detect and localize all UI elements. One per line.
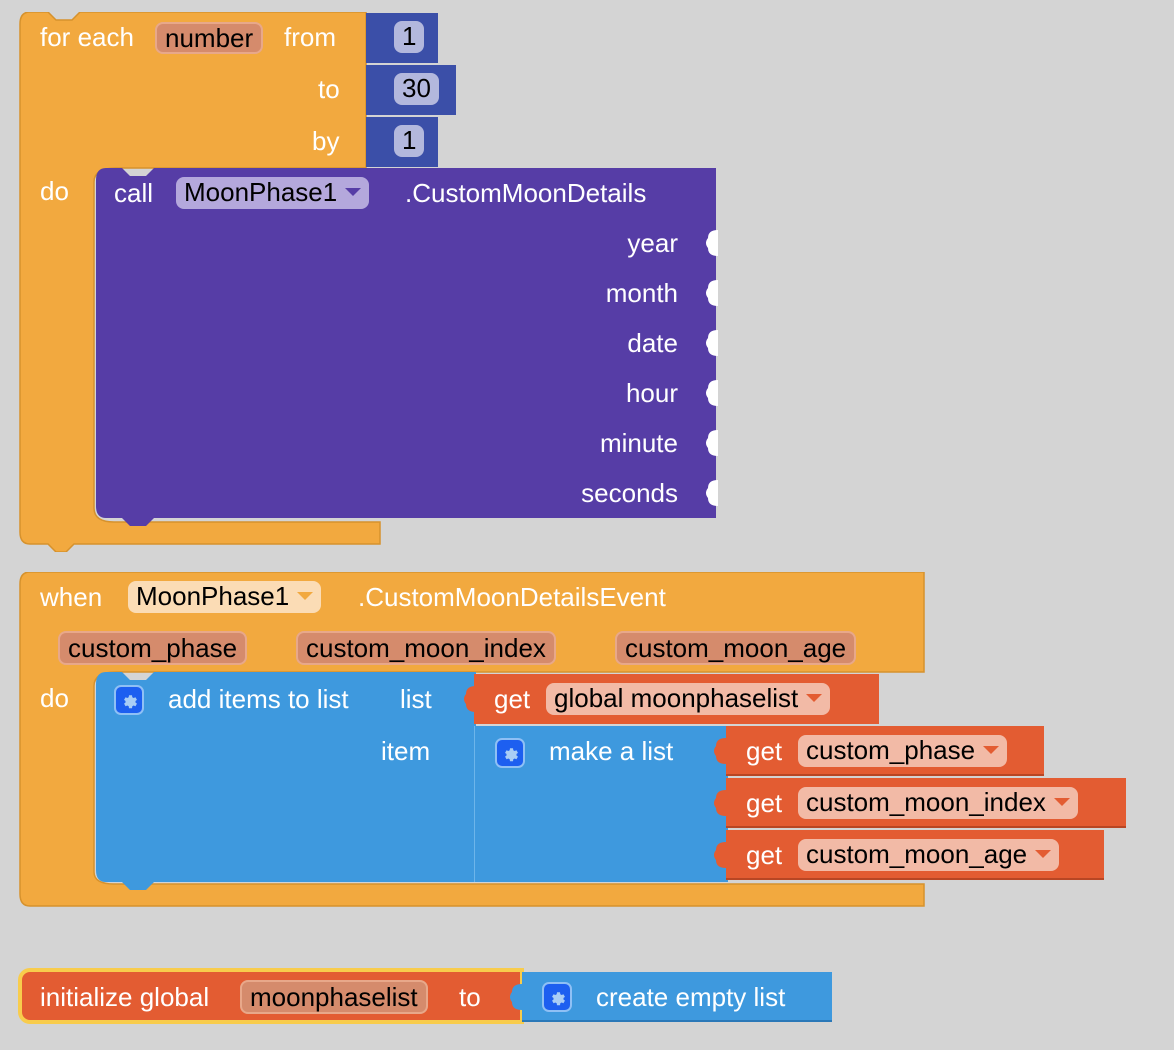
add-items-label: add items to list [168, 684, 349, 714]
make-a-list-label: make a list [549, 736, 674, 766]
variable-name: global moonphaselist [554, 683, 799, 713]
for-each-label: for each [40, 22, 134, 52]
get-label: get [746, 788, 783, 818]
param-socket-hour[interactable] [704, 380, 718, 406]
variable-name: custom_moon_index [806, 787, 1046, 817]
by-value-field[interactable]: 1 [394, 125, 425, 157]
make-a-list-block[interactable]: make a list [474, 726, 728, 882]
param-label-minute: minute [599, 428, 678, 458]
param-label-year: year [627, 228, 678, 258]
component-dropdown[interactable]: MoonPhase1 [176, 177, 370, 209]
event-do-label: do [40, 683, 69, 713]
initialize-global-label: initialize global [40, 982, 210, 1012]
by-label: by [312, 126, 340, 156]
param-label-date: date [627, 328, 678, 358]
to-value-field[interactable]: 30 [394, 73, 439, 105]
gear-icon[interactable] [542, 982, 572, 1012]
call-label: call [114, 178, 154, 208]
create-empty-list-label: create empty list [596, 982, 786, 1012]
variable-dropdown[interactable]: global moonphaselist [546, 683, 831, 715]
get-custom-phase-block[interactable]: get custom_phase [726, 726, 1044, 776]
chevron-down-icon [1035, 850, 1052, 859]
param-socket-date[interactable] [704, 330, 718, 356]
chevron-down-icon [983, 746, 1000, 755]
list-connector [464, 686, 476, 712]
get-global-moonphaselist-block[interactable]: get global moonphaselist [474, 674, 879, 724]
init-to-label: to [459, 982, 481, 1012]
event-param-custom-moon-index[interactable]: custom_moon_index [296, 631, 556, 665]
number-block-to[interactable]: 30 [366, 65, 456, 115]
do-label: do [40, 176, 69, 206]
event-param-custom-phase[interactable]: custom_phase [58, 631, 248, 665]
get-custom-moon-age-block[interactable]: get custom_moon_age [726, 830, 1104, 880]
event-component-name: MoonPhase1 [136, 581, 290, 611]
variable-dropdown[interactable]: custom_moon_age [798, 839, 1060, 871]
param-label-month: month [605, 278, 678, 308]
component-name: MoonPhase1 [184, 177, 338, 207]
variable-name: custom_phase [806, 735, 976, 765]
number-block-from[interactable]: 1 [366, 13, 438, 63]
item-connector [714, 738, 726, 764]
chevron-down-icon [297, 592, 314, 601]
when-label: when [40, 582, 103, 612]
item-connector [714, 790, 726, 816]
param-label-hour: hour [625, 378, 678, 408]
param-label-seconds: seconds [581, 478, 678, 508]
chevron-down-icon [345, 188, 362, 197]
event-component-dropdown[interactable]: MoonPhase1 [128, 581, 322, 613]
event-name: .CustomMoonDetailsEvent [358, 582, 666, 612]
variable-dropdown[interactable]: custom_phase [798, 735, 1008, 767]
gear-icon[interactable] [114, 685, 144, 715]
chevron-down-icon [1053, 798, 1070, 807]
chevron-down-icon [806, 694, 823, 703]
from-label: from [284, 22, 336, 52]
variable-dropdown[interactable]: custom_moon_index [798, 787, 1078, 819]
item-connector [714, 842, 726, 868]
add-items-shape [96, 672, 476, 890]
method-name: .CustomMoonDetails [405, 178, 647, 208]
get-label: get [746, 840, 783, 870]
from-value-field[interactable]: 1 [394, 21, 425, 53]
event-param-custom-moon-age[interactable]: custom_moon_age [615, 631, 857, 665]
variable-name: custom_moon_age [806, 839, 1028, 869]
call-block-shape [96, 168, 716, 526]
global-variable-name-field[interactable]: moonphaselist [240, 980, 428, 1014]
loop-variable-field[interactable]: number [155, 22, 264, 54]
get-custom-moon-index-block[interactable]: get custom_moon_index [726, 778, 1126, 828]
get-label: get [494, 684, 531, 714]
to-label: to [318, 74, 340, 104]
param-socket-seconds[interactable] [704, 480, 718, 506]
get-label: get [746, 736, 783, 766]
item-socket-label: item [381, 736, 431, 766]
param-socket-minute[interactable] [704, 430, 718, 456]
param-socket-month[interactable] [704, 280, 718, 306]
number-block-by[interactable]: 1 [366, 117, 438, 167]
create-empty-list-block[interactable]: create empty list [522, 972, 832, 1022]
gear-icon[interactable] [495, 738, 525, 768]
value-connector [510, 984, 522, 1010]
param-socket-year[interactable] [704, 230, 718, 256]
list-socket-label: list [400, 684, 432, 714]
